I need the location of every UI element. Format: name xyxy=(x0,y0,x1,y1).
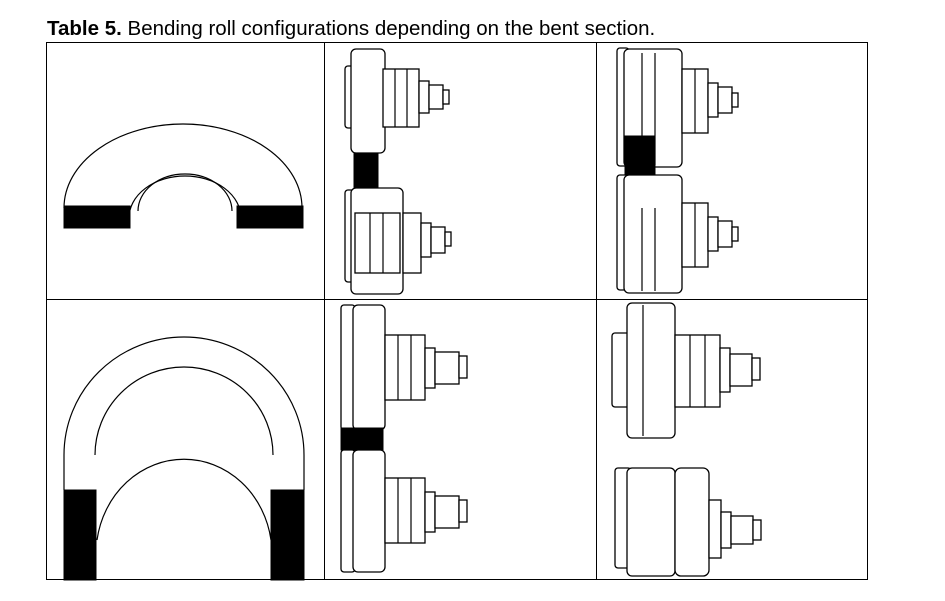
roll-setup-cell-2b xyxy=(597,300,869,580)
column-divider xyxy=(596,43,597,579)
caption-text: Bending roll configurations depending on… xyxy=(127,17,656,40)
bent-section-drawing-2 xyxy=(63,336,305,581)
bent-section-drawing-1 xyxy=(63,123,304,229)
roll-setup-cell-1a xyxy=(325,43,596,299)
section-cell-1 xyxy=(47,43,324,299)
roll-setup-drawing-2b xyxy=(611,302,762,577)
roll-setup-cell-2a xyxy=(325,300,596,580)
roll-setup-cell-1b xyxy=(597,43,869,299)
roll-setup-drawing-1a xyxy=(344,48,452,295)
caption: Table 5. Bending roll configurations dep… xyxy=(47,16,655,42)
roll-setup-drawing-1b xyxy=(616,47,739,294)
row-divider xyxy=(47,299,867,300)
column-divider xyxy=(324,43,325,579)
caption-label: Table 5. xyxy=(47,17,122,40)
section-cell-2 xyxy=(47,300,324,581)
configuration-table xyxy=(46,42,869,581)
roll-setup-drawing-2a xyxy=(340,304,468,573)
